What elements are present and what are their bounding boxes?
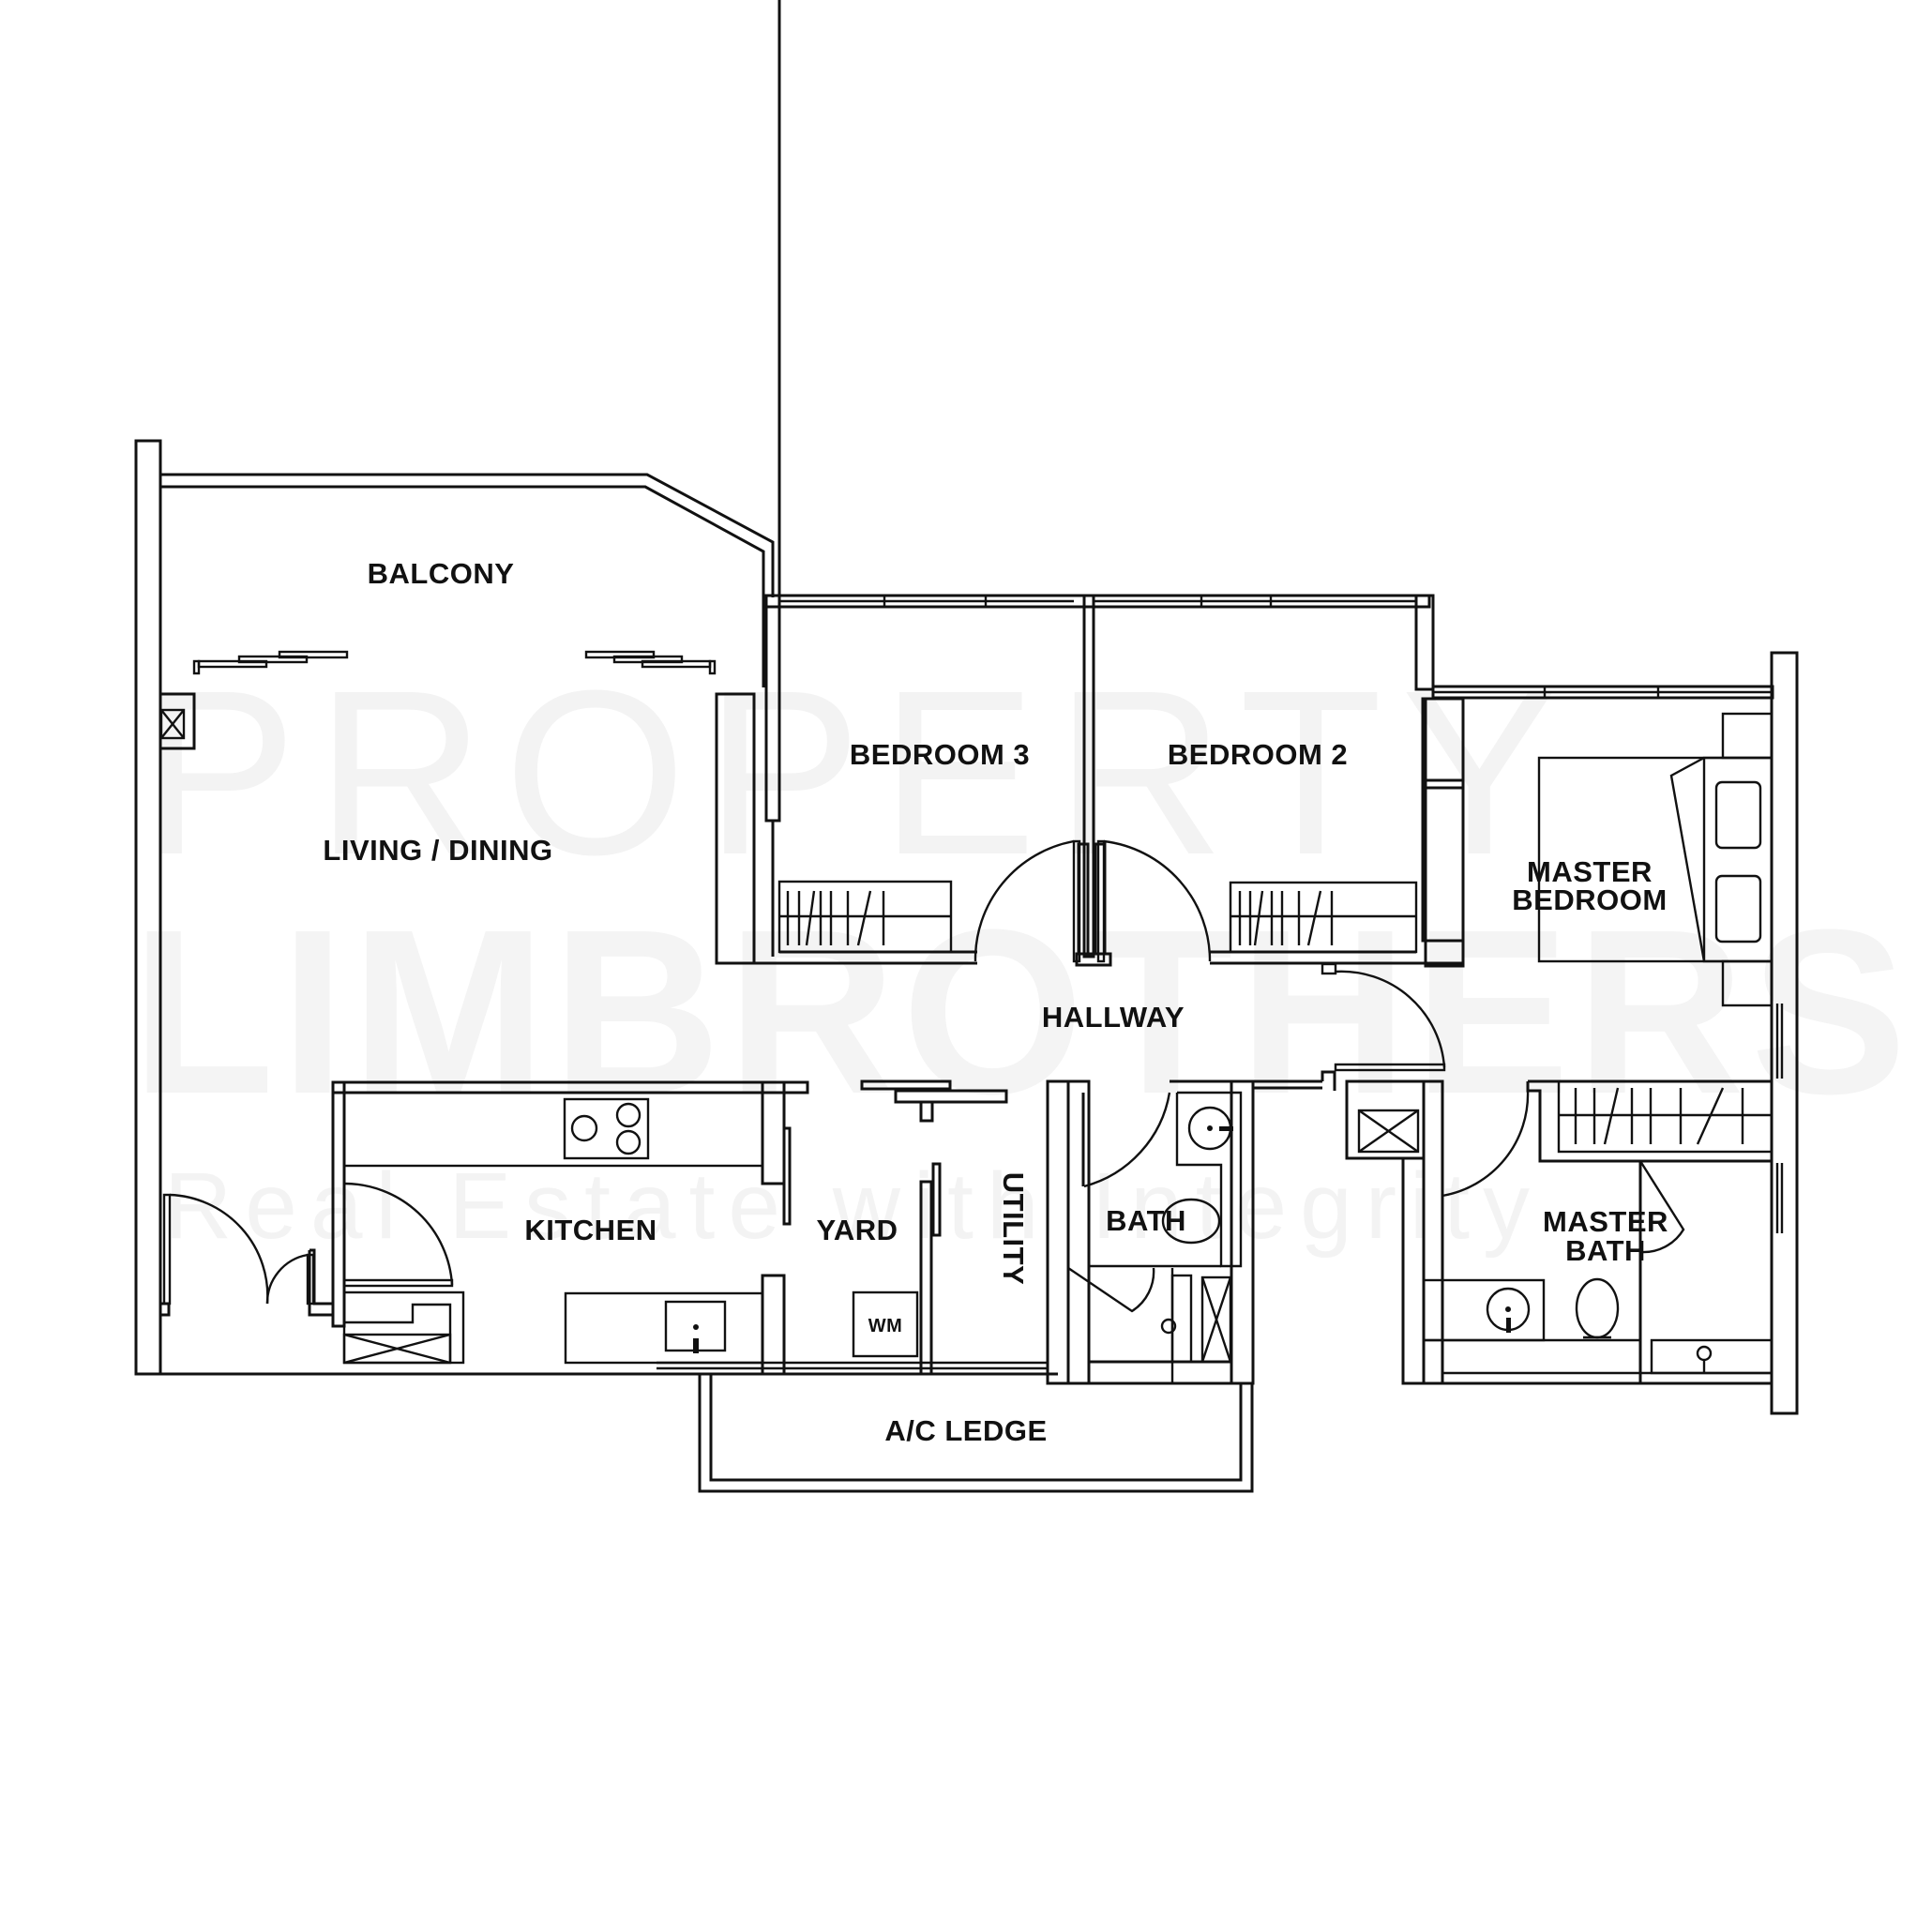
master-wardrobe-wall (1526, 1081, 1772, 1163)
living-dining-label: LIVING / DINING (323, 834, 552, 867)
sink-icon (664, 1300, 727, 1353)
room-labels: BALCONY LIVING / DINING BEDROOM 3 BEDROO… (323, 557, 1668, 1447)
shower-icon (1650, 1338, 1774, 1375)
kitchen-left-wall (331, 1080, 346, 1328)
kitchen-counter-top (342, 1091, 764, 1168)
bedroom-divider-wall (1082, 594, 1095, 958)
ac-ledge (698, 1374, 1254, 1493)
shower-door-swing (1067, 1267, 1155, 1313)
door-swing-arc (169, 1193, 269, 1305)
bedroom3-label: BEDROOM 3 (850, 738, 1030, 771)
door-swing-arc (1103, 839, 1212, 962)
door-swing-arc (1083, 1092, 1171, 1188)
watermark-line2: LIMBROTHERS (131, 881, 1912, 1142)
walls (134, 0, 1799, 1415)
refrigerator-icon (342, 1291, 465, 1365)
bedroom2-label: BEDROOM 2 (1168, 738, 1348, 771)
master-bath-label-line1: MASTER (1543, 1205, 1668, 1238)
fixtures (342, 712, 1774, 1383)
watermark-line3: Real Estate with Integrity (164, 1154, 1543, 1259)
balcony-parapet-inner (160, 485, 765, 597)
bed-icon (1537, 712, 1774, 1007)
washing-machine-label: WM (868, 1316, 903, 1336)
kitchen-right-wall-lower (761, 1274, 786, 1376)
master-bedroom-label-line2: BEDROOM (1512, 883, 1667, 916)
door-swing-arc (265, 1253, 309, 1305)
yard-utility-divider (919, 1180, 933, 1376)
sliding-door-panel (237, 655, 309, 664)
wardrobe-icon (1229, 881, 1418, 954)
toilet-icon (1161, 1198, 1221, 1245)
utility-label: UTILITY (997, 1172, 1030, 1286)
balcony-label: BALCONY (368, 557, 515, 590)
master-bedroom-label-line1: MASTER (1527, 855, 1653, 888)
master-shaft (1345, 1079, 1426, 1160)
bedroom3-door-leaf (1072, 839, 1081, 963)
bath-label: BATH (1106, 1204, 1186, 1237)
basin-icon (1486, 1287, 1531, 1333)
hob-icon (563, 1097, 650, 1160)
shaft-cross-icon (1357, 1109, 1420, 1154)
ac-ledge-outer (698, 1374, 1254, 1493)
bedroom2-right-wall (1414, 594, 1435, 691)
bath-left-wall (1066, 1079, 1091, 1385)
left-exterior-wall (134, 439, 162, 1376)
kitchen-sliding-door (782, 1126, 792, 1226)
hallway-partition (894, 1089, 1008, 1104)
washing-machine (852, 1291, 919, 1358)
sliding-door-panel (278, 650, 349, 659)
watermark-line1: PROPERTY (141, 641, 1577, 903)
bedroom2-door-leaf (1096, 839, 1106, 963)
door-swing-arc (343, 1182, 454, 1286)
door-swing-arc (1441, 1090, 1530, 1198)
master-tv-console (1421, 697, 1465, 943)
yard-label: YARD (817, 1214, 898, 1246)
bedside-table (1721, 712, 1774, 760)
balcony-parapet-outer (160, 473, 775, 597)
kitchen-door-leaf (342, 1278, 454, 1288)
utility-sliding-door (931, 1162, 942, 1237)
shaft-cross-icon (159, 708, 186, 740)
wardrobe-icon (777, 880, 953, 954)
ac-ledge-inner (709, 1374, 1243, 1482)
toilet-icon (1575, 1277, 1620, 1339)
hallway-label: HALLWAY (1042, 1001, 1185, 1034)
shower-icon (1160, 1268, 1232, 1383)
wardrobe-icon (1557, 1079, 1774, 1154)
bedside-table (1721, 959, 1774, 1007)
right-exterior-wall (1770, 651, 1799, 1415)
door-swing-arc (974, 839, 1075, 962)
main-door-leaf-left (162, 1193, 172, 1306)
kitchen-counter-bottom (564, 1291, 764, 1365)
door-swing-arc (1335, 970, 1446, 1068)
kitchen-label: KITCHEN (524, 1214, 657, 1246)
ac-ledge-label: A/C LEDGE (884, 1414, 1047, 1447)
hallway-partition (860, 1079, 952, 1091)
shower-door-swing (1638, 1160, 1685, 1254)
watermark: PROPERTY LIMBROTHERS Real Estate with In… (131, 641, 1912, 1259)
main-door-leaf-right (306, 1253, 315, 1306)
doors (162, 839, 1685, 1313)
master-bath-label-line2: BATH (1565, 1234, 1646, 1267)
